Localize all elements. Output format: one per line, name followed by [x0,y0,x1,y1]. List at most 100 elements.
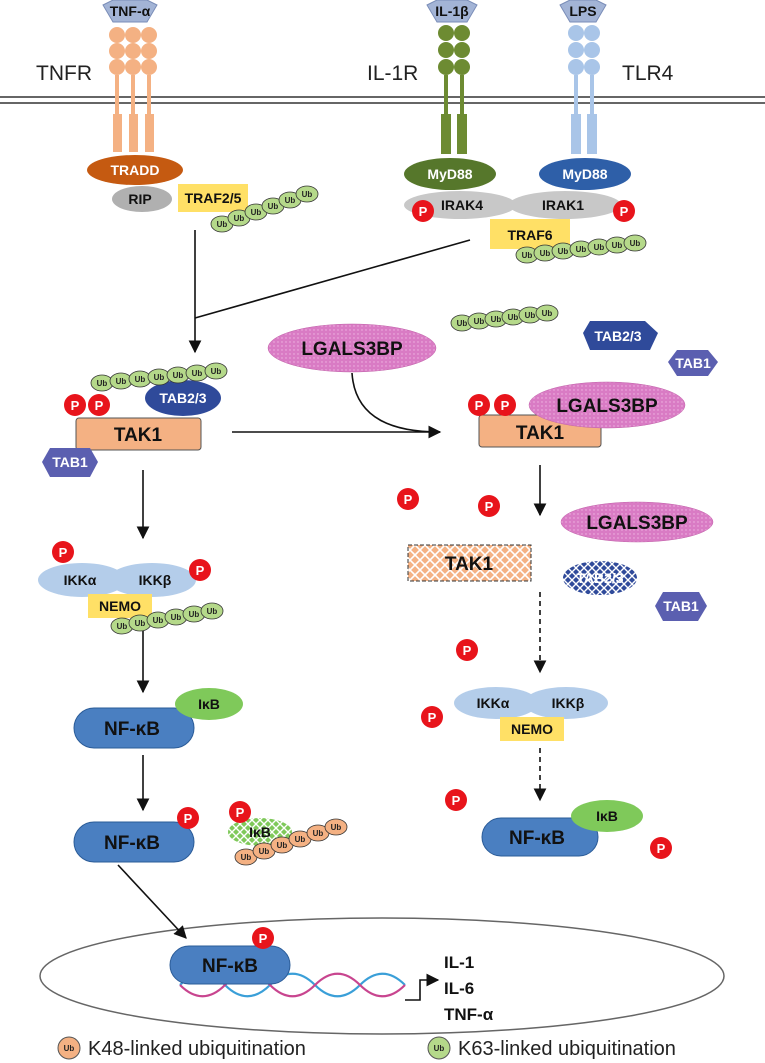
ubiquitin-unit-label: Ub [576,245,587,254]
nfkb-left-1 [73,707,195,749]
phospho-mark [88,394,110,416]
ubiquitin-unit-label: Ub [542,309,553,318]
ubiquitin-unit-label: Ub [295,835,306,844]
tak1-right-label: TAK1 [516,423,565,444]
left-pathway-proteins: TAK1 TAB2/3 TAB1 IKKα IKKβ NEMO NF-κB Iκ… [38,380,292,863]
ikb-right-label: IκB [596,808,618,824]
tak1-inactive-label: TAK1 [445,554,494,575]
phospho-mark [412,200,434,222]
curve-lgals3bp-binding [351,372,441,433]
tlr4-label: TLR4 [622,62,674,85]
legend-k48-icon-text: Ub [64,1044,75,1053]
ubiquitin-unit-label: Ub [171,613,182,622]
nemo-right-label: NEMO [511,721,553,737]
ubiquitin-unit-label: Ub [277,841,288,850]
phospho-mark-label: P [236,805,245,820]
phospho-mark [252,927,274,949]
phospho-mark [64,394,86,416]
ubiquitin-unit-label: Ub [457,319,468,328]
phospho-mark [52,541,74,563]
phospho-mark-label: P [59,545,68,560]
rip [112,186,172,212]
lps-ligand-label: LPS [569,3,596,19]
ubiquitin-unit-label: Ub [97,379,108,388]
traf25 [178,184,248,212]
ubiquitin-unit-label: Ub [189,610,200,619]
tab23-left [145,380,221,416]
ubiquitin-unit-label: Ub [241,853,252,862]
ikb-left [175,688,243,720]
ikka-left [38,563,126,597]
ubiquitin-unit-label: Ub [268,202,279,211]
lgals3bp-released [560,501,714,543]
arrow-transcription [405,973,440,1001]
phospho-mark-label: P [404,492,413,507]
ubiquitin-unit [623,234,647,252]
ikb-left-label: IκB [198,696,220,712]
phospho-mark [177,807,199,829]
ikkb-right [524,687,608,719]
ubiquitin-unit [200,602,224,620]
legend: Ub K48-linked ubiquitination Ub K63-link… [57,1036,676,1060]
ikkb-left-label: IKKβ [139,572,172,588]
ikkb-left [108,563,196,597]
phospho-mark [478,495,500,517]
ubiquitin-unit-label: Ub [135,375,146,384]
phospho-mark [445,789,467,811]
nfkb-nucleus-label: NF-κB [202,956,258,977]
irak1-label: IRAK1 [542,197,584,213]
tak1-inactive [407,544,532,582]
ubiquitin-unit [204,362,228,380]
tak1-left-label: TAK1 [114,425,163,446]
nucleus: NF-κB IL-1 IL-6 TNF-α [39,917,725,1035]
tab1-right-label: TAB1 [675,355,711,371]
ubiquitin-unit-label: Ub [474,317,485,326]
nemo-left-label: NEMO [99,598,141,614]
line-traf6-to-junction [194,239,471,319]
phospho-mark [468,394,490,416]
arrow-nfkb-to-nucleus [117,864,187,939]
ubiquitin-unit-label: Ub [491,315,502,324]
myd88-tlr4 [539,158,631,190]
tab1-released [655,592,707,621]
ubiquitin-unit-label: Ub [331,823,342,832]
tnfr-label: TNFR [36,62,92,85]
nfkb-nucleus [169,945,291,985]
phospho-mark-label: P [184,811,193,826]
tab1-right [668,350,718,376]
rip-label: RIP [128,191,151,207]
ubiquitin-unit-label: Ub [117,622,128,631]
ubiquitin-unit-label: Ub [508,313,519,322]
ubiquitin-unit-label: Ub [217,220,228,229]
traf25-label: TRAF2/5 [185,190,242,206]
phospho-mark-label: P [95,398,104,413]
nfkb-left-2 [73,821,195,863]
ikka-right-label: IKKα [477,695,510,711]
right-pathway-proteins: LGALS3BP TAB2/3 TAB1 TAK1 LGALS3BP LGALS… [267,321,718,857]
lgals3bp-free-label: LGALS3BP [301,339,403,360]
ubiquitin-unit-label: Ub [594,243,605,252]
phospho-mark [613,200,635,222]
phospho-mark-label: P [428,710,437,725]
lgals3bp-bound-label: LGALS3BP [556,396,658,417]
legend-k63-icon-text: Ub [434,1044,445,1053]
ubiquitin-unit-label: Ub [525,311,536,320]
ikka-right [454,687,538,719]
ubiquitin-unit [535,304,559,322]
ubiquitin-unit-label: Ub [173,371,184,380]
tab1-left [42,448,98,477]
tnfr-adaptor-complex: TRADD RIP TRAF2/5 [87,155,248,212]
myd88-il1 [404,158,496,190]
nfkb-left-1-label: NF-κB [104,719,160,740]
legend-k63-icon [427,1036,451,1060]
nfkb-right-label: NF-κB [509,828,565,849]
ubiquitin-unit-label: Ub [251,208,262,217]
tradd [87,155,183,185]
lgals3bp-bound [528,381,686,429]
